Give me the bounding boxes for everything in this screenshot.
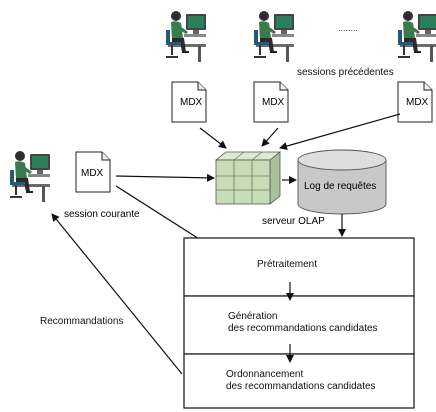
arrow-mdx2-to-server <box>261 127 279 147</box>
previous-sessions-label: sessions précédentes <box>297 67 394 78</box>
step-generation-title: Génération <box>228 311 278 322</box>
current-session-user-icon <box>9 150 51 203</box>
previous-session-user-2-icon <box>253 10 295 63</box>
current-mdx-label: MDX <box>81 168 104 179</box>
previous-session-user-3-icon <box>397 10 436 63</box>
previous-mdx-label-3: MDX <box>406 97 429 108</box>
previous-session-user-1-icon <box>165 10 207 63</box>
current-session-label: session courante <box>64 209 140 220</box>
olap-server-cube-icon <box>214 151 282 205</box>
previous-mdx-label-1: MDX <box>180 97 203 108</box>
olap-server-label: serveur OLAP <box>262 216 325 227</box>
step-ranking-subtitle: des recommandations candidates <box>226 381 376 392</box>
step-ranking-title: Ordonnancement <box>226 369 304 380</box>
preprocessing-box <box>183 237 415 297</box>
step-generation-subtitle: des recommandations candidates <box>228 323 378 334</box>
arrow-mdx3-to-server <box>279 113 401 150</box>
arrow-mdx1-to-server <box>199 127 227 149</box>
ranking-box <box>183 353 415 409</box>
arrow-recommendations-to-user <box>51 213 183 375</box>
arrow-current-mdx-to-server <box>115 173 215 182</box>
previous-mdx-label-2: MDX <box>262 97 285 108</box>
query-log-label: Log de requêtes <box>304 181 376 192</box>
recommendations-label: Recommandations <box>40 316 124 327</box>
ellipsis-text: ........ <box>338 23 358 33</box>
candidate-generation-box <box>183 295 415 355</box>
step-preprocessing-label: Prétraitement <box>257 259 318 270</box>
